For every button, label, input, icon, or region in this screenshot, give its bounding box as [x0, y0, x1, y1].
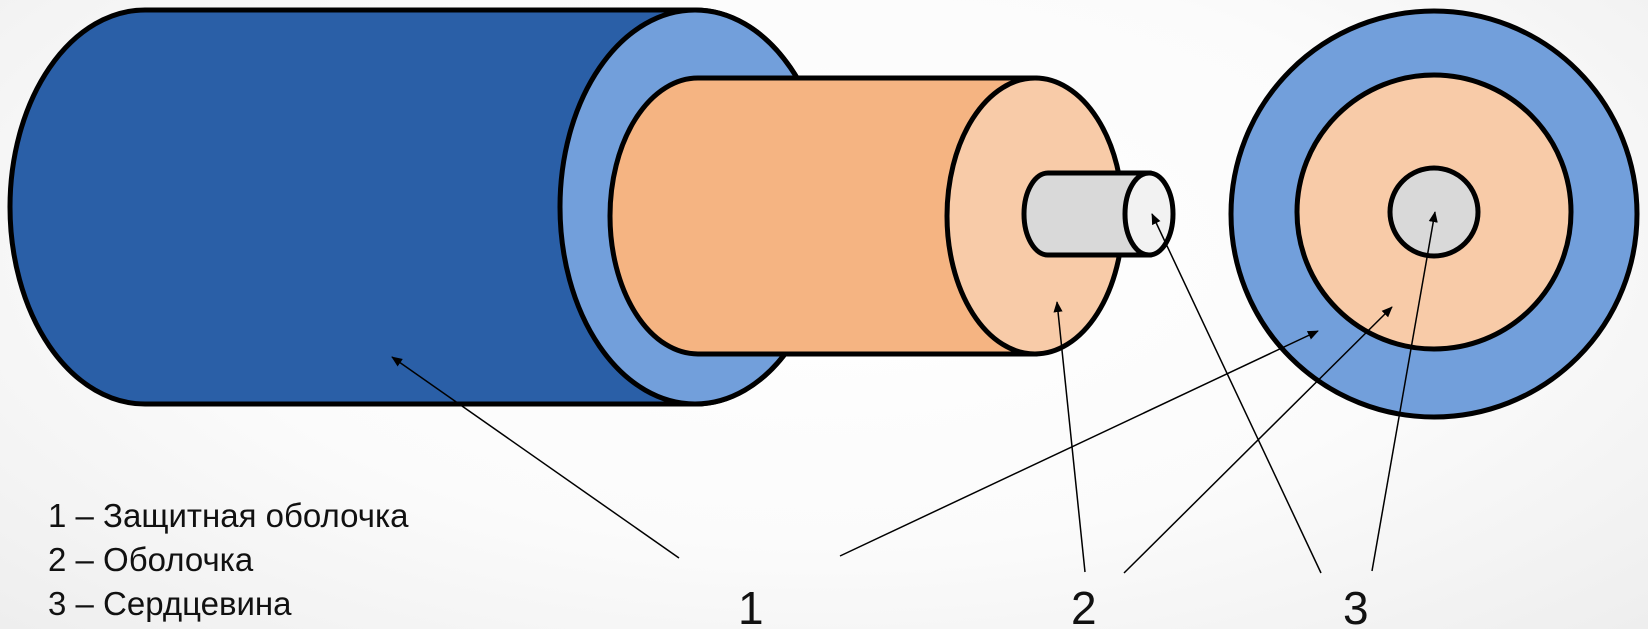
legend: 1 – Защитная оболочка 2 – Оболочка 3 – С…: [48, 494, 409, 626]
callout-label-3: 3: [1343, 582, 1369, 629]
cable-side-view: [7, 7, 1176, 407]
legend-item-cladding: 2 – Оболочка: [48, 541, 254, 578]
callout-label-1: 1: [738, 582, 764, 629]
leader-3-core-cross: [1371, 211, 1438, 572]
leader-1-jacket-side: [391, 356, 680, 559]
leader-2-cladding-side: [1053, 301, 1086, 573]
cladding-body: [607, 75, 1038, 357]
legend-item-jacket: 1 – Защитная оболочка: [48, 497, 409, 534]
legend-item-core: 3 – Сердцевина: [48, 585, 292, 622]
leader-1-jacket-cross: [839, 330, 1319, 557]
leader-3-core-side: [1151, 213, 1322, 574]
cross-core: [1387, 165, 1481, 259]
callout-numbers: 1 2 3: [738, 582, 1369, 629]
leader-lines: [391, 211, 1438, 574]
callout-label-2: 2: [1071, 582, 1097, 629]
core-body: [1021, 170, 1152, 258]
